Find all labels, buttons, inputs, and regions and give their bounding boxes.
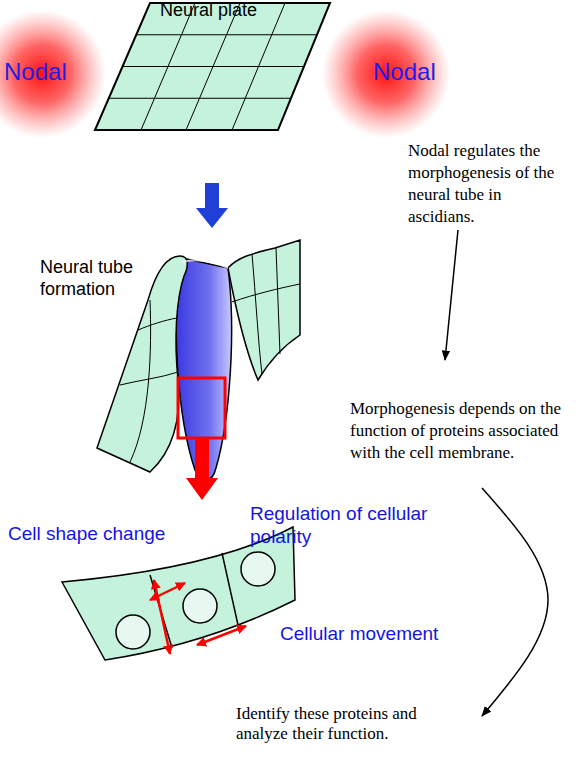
zoom-box [178,378,225,438]
plate-outline [95,3,330,130]
nodal-signal-glow [0,10,106,138]
double-arrow [197,626,246,645]
diagram-label: Neural tube formation [40,256,158,300]
signal-label: Nodal [4,58,67,86]
note-text: Nodal regulates the morphogenesis of the… [408,140,558,228]
note-text-node: Morphogenesis depends on the function of… [348,360,578,488]
diagram-label: Neural plate [160,0,257,21]
note-text: Morphogenesis depends on the function of… [350,398,565,464]
note-text: Identify these proteins and analyze thei… [236,704,436,744]
diagram-label: Cell shape change [8,522,165,545]
signal-label: Nodal [373,58,436,86]
cell-nucleus [241,552,275,586]
neural-groove [176,258,231,480]
plate-grid [109,35,317,99]
double-arrow [154,580,170,654]
cell-nucleus [116,615,150,649]
block-arrow [186,438,218,500]
diagram-label: Regulation of cellular polarity [250,502,440,548]
neural-fold-right [228,240,300,380]
illustration-node: Cell shape change Regulation of cellular … [0,500,445,665]
nodal-signal-glow [322,10,450,138]
movement-arrows [150,580,246,654]
illustration-node: Neural plate [95,0,335,183]
illustration-node: Neural tube formation [40,228,305,438]
diagram-label: Cellular movement [280,622,438,645]
flow-arrow [482,488,548,716]
note-text-node: Identify these proteins and analyze thei… [234,702,482,764]
flow-arrow [445,230,458,360]
block-arrow [196,183,228,228]
neural-plate-sheet [95,3,330,130]
fold-grid [120,300,178,462]
cell-nucleus [183,589,217,623]
fold-highlight [182,260,228,268]
note-text-node: Nodal regulates the morphogenesis of the… [405,138,575,230]
fold-grid [232,248,300,374]
